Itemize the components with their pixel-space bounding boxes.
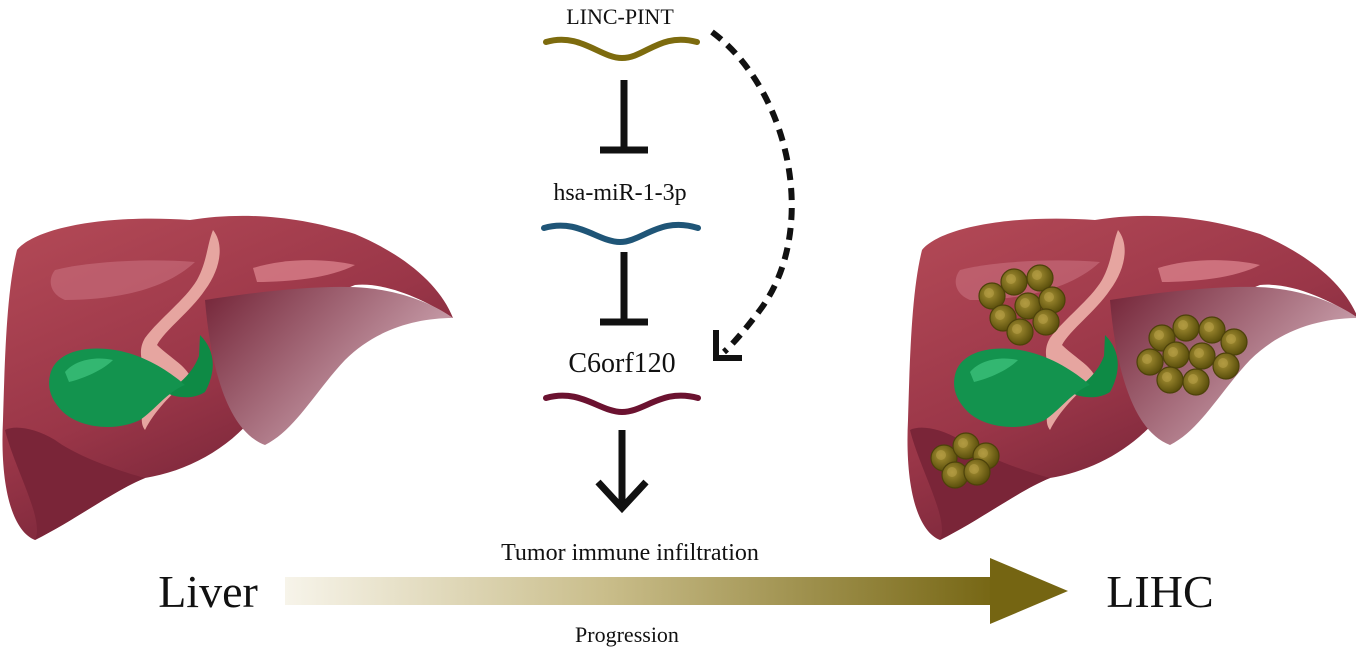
dashed-curved-arrow-icon [710, 29, 795, 361]
healthy-liver-illustration [2, 215, 454, 540]
progression-arrow [285, 558, 1068, 624]
progression-label: Progression [575, 622, 679, 647]
inhibition-icon-2 [600, 252, 648, 326]
gene-strand [543, 392, 701, 416]
mirna-label: hsa-miR-1-3p [553, 180, 686, 206]
tumor-liver-illustration [907, 215, 1356, 540]
healthy-organ-label: Liver [158, 566, 258, 617]
inhibition-icon-1 [600, 80, 648, 154]
down-arrow-icon [595, 430, 649, 514]
disease-label: LIHC [1106, 566, 1213, 617]
mirna-strand [541, 221, 701, 246]
gene-label: C6orf120 [568, 348, 675, 379]
lincrna-strand [543, 36, 700, 62]
lincrna-label: LINC-PINT [566, 4, 674, 29]
outcome-label: Tumor immune infiltration [501, 540, 759, 566]
